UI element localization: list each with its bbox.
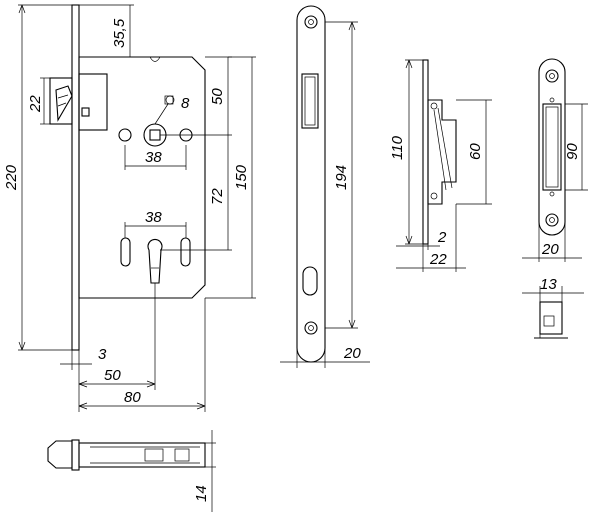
striker-side-view bbox=[422, 59, 457, 245]
dim-35-5: 35,5 bbox=[111, 18, 128, 48]
striker-top-view bbox=[522, 286, 584, 339]
arrow-ticks bbox=[18, 4, 413, 410]
lock-top-view bbox=[47, 430, 216, 512]
striker-side-dimension-lines bbox=[396, 59, 492, 272]
dim-220: 220 bbox=[3, 164, 20, 191]
dim-8: 8 bbox=[181, 95, 190, 112]
main-dimension-lines bbox=[18, 4, 256, 412]
dim-22-striker: 22 bbox=[429, 251, 447, 268]
lock-faceplate bbox=[71, 4, 80, 351]
faceplate-dimension-lines bbox=[280, 21, 370, 368]
dim-80: 80 bbox=[124, 389, 141, 406]
lock-case bbox=[78, 56, 206, 299]
dim-50-vertical: 50 bbox=[209, 88, 226, 105]
dim-50-horizontal: 50 bbox=[104, 367, 121, 384]
dim-60: 60 bbox=[467, 143, 484, 160]
dim-72: 72 bbox=[209, 188, 226, 205]
dim-38-cylinder: 38 bbox=[145, 209, 162, 226]
striker-front-dimension-lines bbox=[522, 103, 588, 262]
striker-front-view bbox=[538, 58, 566, 236]
lock-body-view bbox=[49, 4, 206, 351]
latch-bolt bbox=[49, 73, 108, 131]
dim-2: 2 bbox=[437, 229, 447, 246]
dim-3: 3 bbox=[98, 346, 107, 363]
dim-38-spindle: 38 bbox=[145, 149, 162, 166]
dim-90: 90 bbox=[564, 143, 581, 160]
dim-13: 13 bbox=[540, 276, 557, 293]
cylinder-cutout bbox=[120, 237, 191, 284]
dim-194: 194 bbox=[333, 165, 350, 190]
dim-150: 150 bbox=[233, 164, 250, 190]
dim-110: 110 bbox=[389, 135, 406, 160]
dim-22-latch: 22 bbox=[27, 95, 44, 113]
faceplate-front-view bbox=[296, 5, 326, 363]
dim-20-striker: 20 bbox=[541, 241, 559, 258]
dim-20-faceplate: 20 bbox=[343, 345, 361, 362]
main-dimension-labels: 35,5 22 220 8 50 38 72 150 38 3 50 80 bbox=[3, 18, 250, 406]
dim-14: 14 bbox=[193, 485, 210, 502]
